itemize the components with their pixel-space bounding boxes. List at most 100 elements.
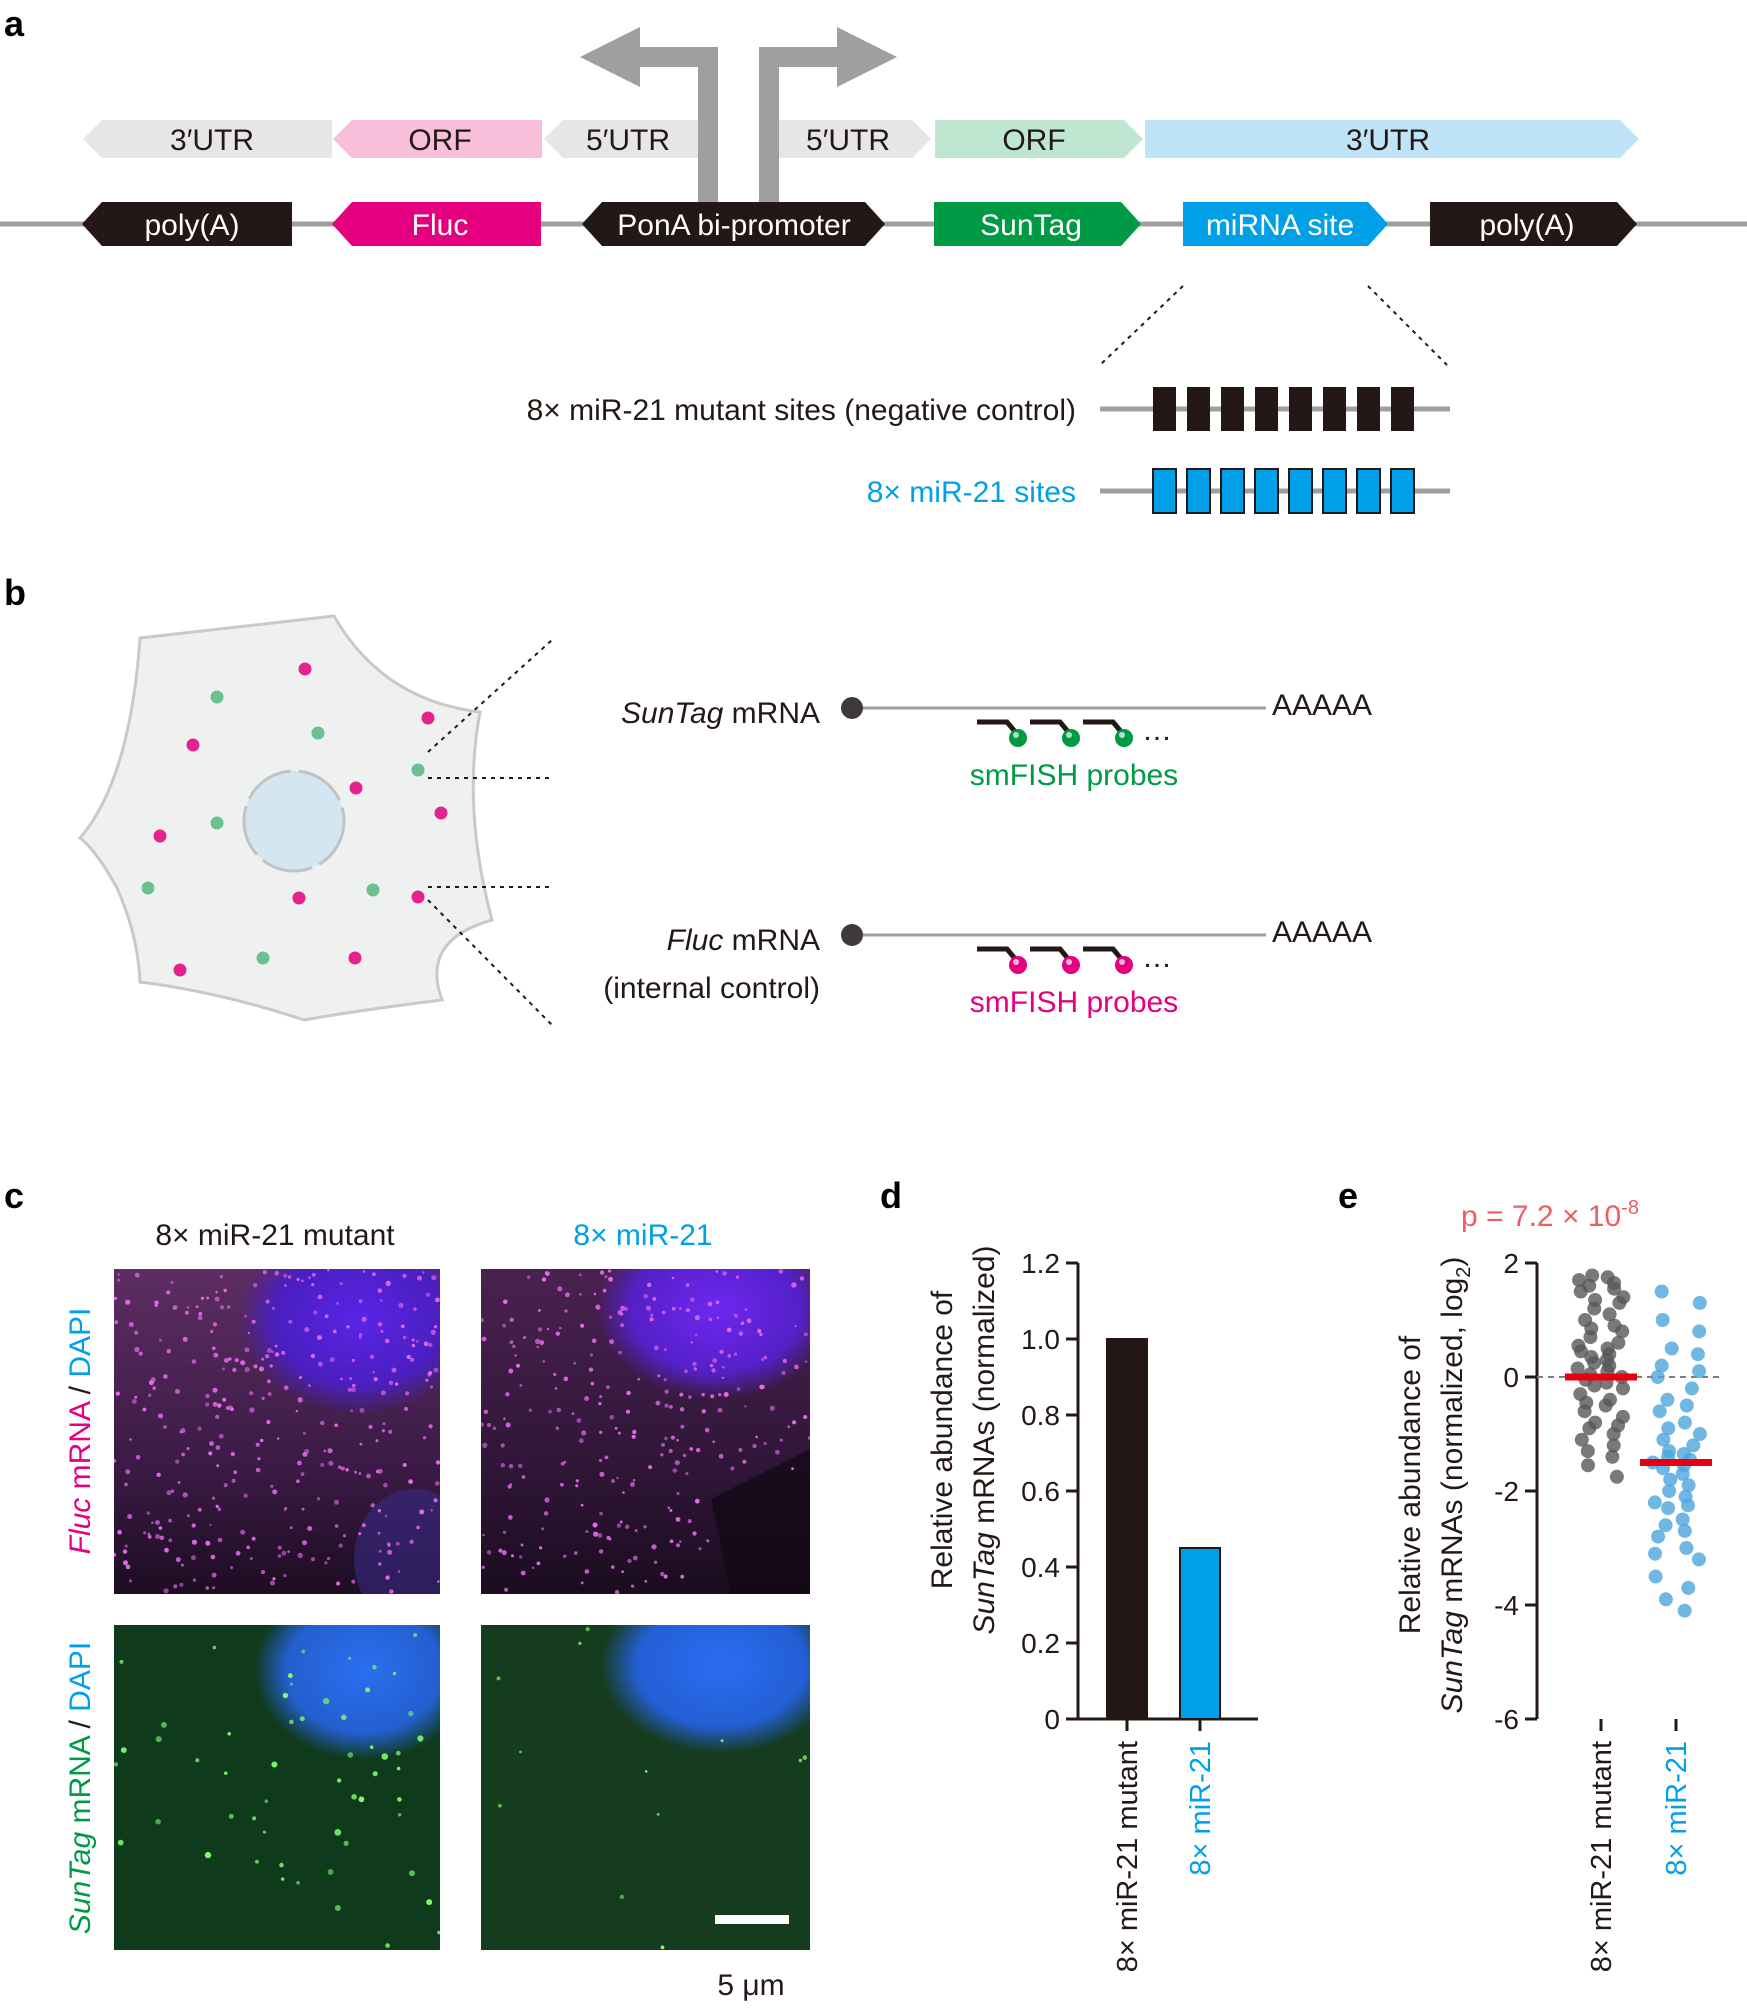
rna-spot: [205, 1393, 210, 1399]
magenta-probes-label: smFISH probes: [970, 986, 1178, 1019]
rna-spot: [186, 1447, 190, 1451]
rna-spot: [338, 1543, 343, 1548]
rna-spot: [428, 1370, 433, 1376]
rna-spot: [320, 1463, 325, 1467]
rna-spot: [664, 1389, 669, 1394]
data-point-e: [1692, 1364, 1707, 1379]
rna-spot: [405, 1391, 410, 1396]
y-tick-label-e: 2: [1503, 1248, 1519, 1279]
rna-spot: [509, 1317, 514, 1322]
probe-highlight: [1119, 732, 1125, 738]
rna-spot: [297, 1397, 303, 1403]
rna-spot: [217, 1507, 222, 1511]
rna-spot: [409, 1870, 415, 1877]
probe-stem: [1030, 946, 1072, 963]
x-tick-label-d: 8× miR-21 mutant: [1112, 1741, 1144, 1972]
rna-spot: [284, 1284, 287, 1287]
y-tick-label-e: -2: [1494, 1476, 1519, 1507]
rna-spot: [362, 1270, 366, 1273]
data-point-e: [1675, 1466, 1690, 1481]
rna-spot: [763, 1442, 767, 1446]
x-tick-label-e: 8× miR-21 mutant: [1586, 1741, 1618, 1972]
rna-spot: [744, 1405, 747, 1408]
mutant-site-box: [1289, 387, 1312, 431]
mir21-sites-label: 8× miR-21 sites: [867, 476, 1076, 509]
rna-spot: [389, 1589, 394, 1594]
rna-spot: [375, 1439, 379, 1443]
rna-spot: [433, 1498, 438, 1503]
rna-spot: [234, 1358, 239, 1363]
probe-dot: [1115, 956, 1133, 974]
rna-spot: [340, 1377, 343, 1381]
rna-spot: [352, 1383, 356, 1388]
rna-spot: [269, 1364, 273, 1368]
rna-spot: [632, 1555, 638, 1561]
mir21-site-box: [1356, 468, 1381, 514]
rna-spot: [159, 1535, 165, 1541]
rna-spot: [794, 1325, 797, 1328]
rna-spot: [327, 1869, 334, 1875]
rna-spot: [122, 1549, 128, 1554]
rna-spot: [358, 1472, 362, 1475]
data-point-e: [1587, 1301, 1602, 1316]
rna-spot: [197, 1426, 202, 1431]
rna-spot: [117, 1273, 120, 1276]
rna-spot: [354, 1470, 358, 1474]
rna-spot: [519, 1555, 523, 1559]
mirna-site-shape: [1183, 202, 1388, 246]
suntag-shape: [934, 202, 1141, 246]
rna-spot: [409, 1539, 414, 1544]
rna-spot: [584, 1569, 590, 1574]
rna-spot: [155, 1736, 162, 1743]
rna-spot: [327, 1448, 333, 1454]
data-point-e: [1679, 1541, 1694, 1555]
data-point-e: [1658, 1518, 1673, 1533]
rna-spot: [261, 1357, 265, 1361]
rna-spot: [240, 1529, 246, 1535]
rna-spot: [669, 1509, 673, 1512]
rna-spot: [381, 1753, 389, 1760]
mutant-site-box: [1255, 387, 1278, 431]
rna-spot: [679, 1407, 685, 1412]
rna-spot: [359, 1442, 363, 1446]
rna-spot: [163, 1588, 169, 1594]
rna-spot: [730, 1466, 735, 1471]
rna-spot: [244, 1366, 250, 1373]
rna-spot: [618, 1350, 622, 1355]
rna-spot: [114, 1320, 119, 1325]
y-tick-label-d: 0.4: [1021, 1552, 1060, 1583]
rna-spot: [413, 1307, 417, 1311]
rna-spot: [676, 1438, 679, 1442]
rna-spot: [174, 1389, 180, 1394]
rna-spot: [264, 1799, 269, 1803]
rna-spot: [435, 1297, 440, 1303]
rna-spot: [609, 1315, 613, 1319]
rna-spot: [244, 1314, 247, 1318]
rna-spot: [253, 1364, 258, 1369]
rna-spot: [215, 1290, 218, 1294]
rna-spot: [186, 1305, 190, 1309]
rna-spot: [124, 1544, 128, 1548]
rna-spot: [661, 1442, 665, 1447]
mutant-sites-boxes: [1153, 387, 1414, 431]
magenta-spot: [298, 662, 312, 676]
rna-spot: [212, 1496, 216, 1500]
rna-spot: [274, 1344, 278, 1348]
suntag-cap: [841, 697, 863, 719]
rna-spot: [631, 1584, 635, 1588]
rna-spot: [717, 1407, 723, 1413]
nucleus: [242, 769, 346, 873]
rna-spot: [224, 1771, 228, 1775]
data-point-e: [1691, 1552, 1706, 1567]
rna-spot: [168, 1538, 173, 1543]
rna-spot: [192, 1578, 197, 1582]
rna-spot: [186, 1514, 190, 1518]
rna-spot: [231, 1478, 236, 1483]
rna-spot: [617, 1431, 621, 1435]
rna-spot: [498, 1803, 502, 1808]
rna-spot: [380, 1390, 386, 1396]
rna-spot: [555, 1331, 560, 1336]
green-probes-label: smFISH probes: [970, 759, 1178, 792]
